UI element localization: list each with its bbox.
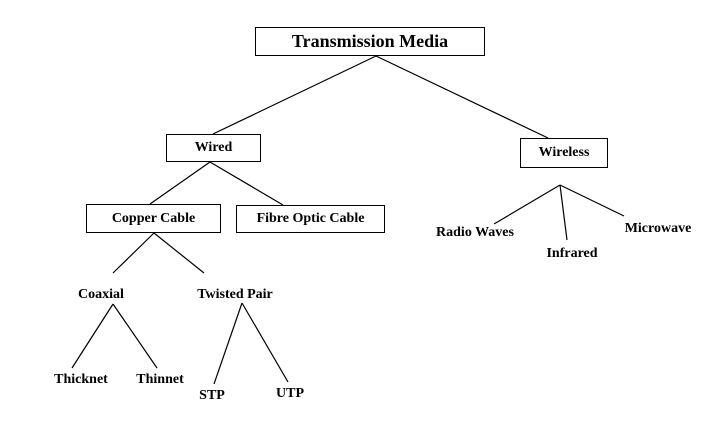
node-transmission-media: Transmission Media — [255, 27, 485, 56]
edge-wireless-infrared — [559, 184, 568, 241]
edge-copper-twisted — [153, 232, 205, 274]
edge-copper-coaxial — [112, 232, 155, 274]
node-twisted-pair: Twisted Pair — [197, 287, 273, 302]
edge-wired-fibre — [209, 161, 284, 206]
edge-wireless-microwave — [559, 184, 625, 217]
node-wired: Wired — [166, 134, 261, 162]
node-label: Wired — [194, 140, 233, 155]
node-stp: STP — [199, 388, 225, 403]
node-label: Fibre Optic Cable — [256, 211, 365, 226]
edge-coaxial-thicknet — [71, 303, 114, 369]
node-thicknet: Thicknet — [54, 372, 108, 387]
edge-coaxial-thinnet — [112, 303, 158, 369]
edge-twisted-utp — [241, 302, 289, 383]
edge-wireless-radio — [493, 184, 561, 225]
node-microwave: Microwave — [624, 221, 692, 236]
node-infrared: Infrared — [546, 246, 598, 261]
node-coaxial: Coaxial — [78, 287, 124, 302]
node-copper-cable: Copper Cable — [86, 204, 221, 233]
node-label: Transmission Media — [291, 31, 449, 51]
edge-twisted-stp — [213, 302, 243, 385]
node-fibre-optic-cable: Fibre Optic Cable — [236, 205, 385, 233]
edge-root-wireless — [375, 55, 549, 139]
node-radio-waves: Radio Waves — [436, 225, 514, 240]
node-wireless: Wireless — [520, 138, 608, 168]
node-utp: UTP — [276, 386, 304, 401]
node-label: Wireless — [538, 145, 590, 160]
edge-wired-copper — [149, 161, 211, 205]
node-label: Copper Cable — [111, 210, 196, 226]
node-thinnet: Thinnet — [136, 372, 184, 387]
edge-root-wired — [212, 55, 377, 135]
